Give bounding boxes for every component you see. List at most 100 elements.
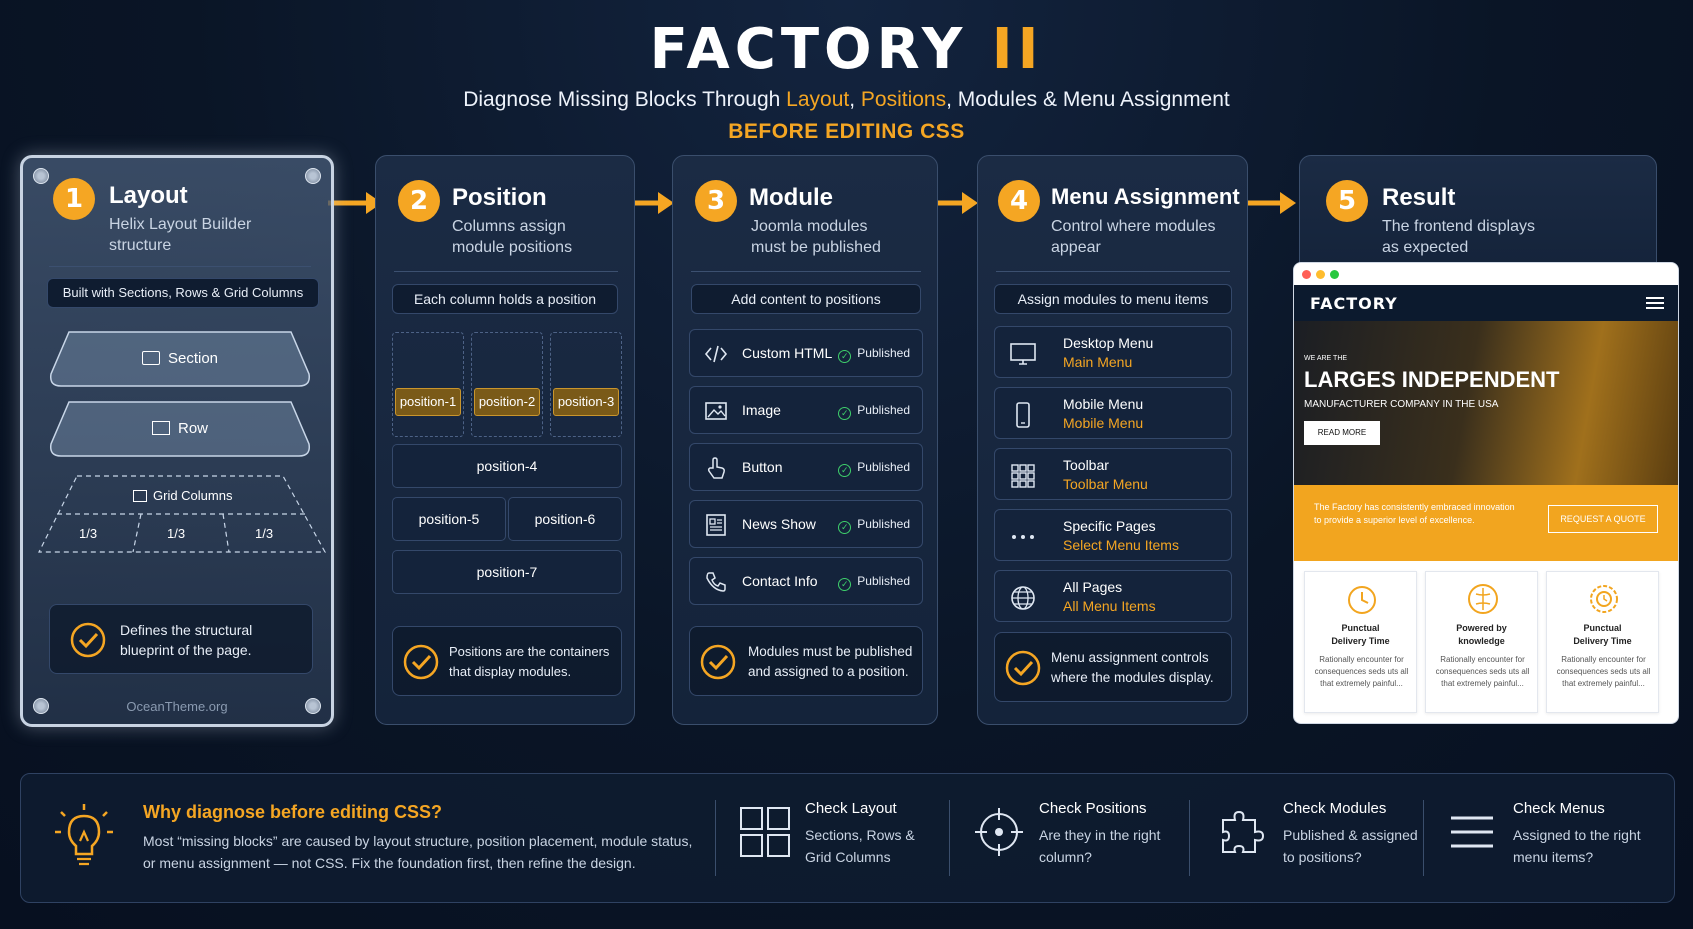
check-icon: ✓	[838, 521, 852, 534]
watermark: OceanTheme.org	[126, 699, 228, 714]
status-text: Published	[857, 460, 910, 474]
menu-assignment-card: 4 Menu Assignment Control where modules …	[977, 155, 1248, 725]
menu-desc-2: appear	[1051, 239, 1101, 256]
divider	[996, 271, 1230, 272]
result-title: Result	[1382, 184, 1456, 211]
module-footnote: Modules must be published and assigned to…	[689, 626, 923, 696]
header: FACTORY II Diagnose Missing Blocks Throu…	[0, 18, 1693, 144]
footnote-line: and assigned to a position.	[748, 664, 909, 679]
menu-row-desktop[interactable]: Desktop Menu Main Menu	[994, 326, 1232, 378]
check-desc-line: Assigned to the right	[1513, 827, 1641, 843]
feature-title-line: Delivery Time	[1331, 636, 1390, 646]
menu-row-all-pages[interactable]: All Pages All Menu Items	[994, 570, 1232, 622]
check-icon: ✓	[838, 578, 852, 591]
section-label: Section	[49, 350, 311, 367]
module-row-image[interactable]: Image ✓Published	[689, 386, 923, 434]
grid-icon	[1011, 464, 1035, 488]
feature-title-line: Punctual	[1583, 623, 1622, 633]
window-minimize-dot[interactable]	[1316, 270, 1325, 279]
menu-desc-1: Control where modules	[1051, 218, 1216, 235]
module-name: Contact Info	[742, 573, 818, 589]
check-circle-icon	[1005, 650, 1041, 686]
footnote-line: Menu assignment controls	[1051, 650, 1209, 665]
module-name: News Show	[742, 516, 816, 532]
footnote-line: Defines the structural	[120, 622, 253, 638]
menu-name: Toolbar	[1063, 457, 1109, 473]
menu-assignment-title: Menu Assignment	[1051, 184, 1240, 209]
brand-accent: II	[991, 17, 1044, 82]
row-slab: Row	[49, 400, 311, 462]
subtitle-comma: ,	[849, 88, 861, 111]
hero-pretitle: WE ARE THE	[1304, 355, 1348, 362]
check-circle-icon	[70, 622, 106, 658]
gear-clock-icon	[1590, 585, 1618, 613]
check-desc-line: Sections, Rows &	[805, 827, 915, 843]
module-name: Custom HTML	[742, 345, 833, 361]
check-title: Check Menus	[1513, 800, 1605, 817]
menu-sub: All Menu Items	[1063, 598, 1156, 614]
menu-sub: Toolbar Menu	[1063, 476, 1148, 492]
hamburger-menu-icon[interactable]	[1646, 297, 1664, 309]
read-more-button[interactable]: READ MORE	[1304, 421, 1380, 445]
feature-title-line: Powered by	[1456, 623, 1507, 633]
why-description: Most “missing blocks” are caused by layo…	[143, 830, 703, 874]
subtitle-pre: Diagnose Missing Blocks Through	[463, 88, 787, 111]
menu-name: Specific Pages	[1063, 518, 1156, 534]
check-desc: Sections, Rows &Grid Columns	[805, 824, 945, 868]
footnote-line: Modules must be published	[748, 644, 913, 659]
feature-desc: Rationally encounter for consequences se…	[1556, 655, 1651, 688]
module-card: 3 Module Joomla modules must be publishe…	[672, 155, 938, 725]
position-box: position-4	[392, 444, 622, 488]
check-icon: ✓	[838, 464, 852, 477]
module-row-custom-html[interactable]: Custom HTML ✓Published	[689, 329, 923, 377]
row-icon	[151, 421, 170, 435]
check-circle-icon	[700, 644, 736, 680]
separator	[1423, 800, 1424, 876]
arrow-right-icon	[328, 192, 382, 214]
step-number-badge: 2	[398, 180, 440, 222]
arrow-right-icon	[1242, 192, 1296, 214]
menu-row-mobile[interactable]: Mobile Menu Mobile Menu	[994, 387, 1232, 439]
menu-row-toolbar[interactable]: Toolbar Toolbar Menu	[994, 448, 1232, 500]
divider	[394, 271, 618, 272]
request-quote-button[interactable]: REQUEST A QUOTE	[1548, 505, 1658, 533]
section-text: Section	[167, 350, 219, 367]
screw-icon	[305, 168, 321, 184]
status-badge: ✓Published	[838, 517, 910, 534]
position-tag: position-3	[553, 388, 619, 416]
check-title: Check Positions	[1039, 800, 1147, 817]
site-navbar: FACTORY	[1294, 285, 1678, 321]
module-row-news-show[interactable]: News Show ✓Published	[689, 500, 923, 548]
module-row-contact-info[interactable]: Contact Info ✓Published	[689, 557, 923, 605]
column-label: 1/3	[255, 526, 274, 541]
check-title: Check Modules	[1283, 800, 1387, 817]
module-name: Button	[742, 459, 783, 475]
separator	[715, 800, 716, 876]
menu-row-specific-pages[interactable]: Specific Pages Select Menu Items	[994, 509, 1232, 561]
browser-chrome	[1294, 263, 1678, 285]
why-title: Why diagnose before editing CSS?	[143, 802, 443, 822]
brand-word: FACTORY	[649, 17, 968, 82]
row-text: Row	[177, 420, 208, 437]
hero-subtitle: MANUFACTURER COMPANY IN THE USA	[1304, 399, 1499, 410]
menu-pill: Assign modules to menu items	[994, 284, 1232, 314]
window-zoom-dot[interactable]	[1330, 270, 1339, 279]
module-row-button[interactable]: Button ✓ Published	[689, 443, 923, 491]
module-pill: Add content to positions	[691, 284, 921, 314]
module-desc-1: Joomla modules	[751, 218, 868, 235]
result-card: 5 Result The frontend displays as expect…	[1299, 155, 1657, 275]
warning-text: BEFORE EDITING CSS	[728, 120, 965, 143]
grid-columns-outline: Grid Columns 1/3 1/3 1/3	[37, 474, 327, 564]
site-logo[interactable]: FACTORY	[1310, 294, 1398, 313]
footnote-text: Modules must be published and assigned to…	[748, 642, 912, 682]
check-title: Check Layout	[805, 800, 897, 817]
window-close-dot[interactable]	[1302, 270, 1311, 279]
column-slot	[471, 332, 543, 437]
code-icon	[704, 345, 728, 363]
screw-icon	[33, 168, 49, 184]
